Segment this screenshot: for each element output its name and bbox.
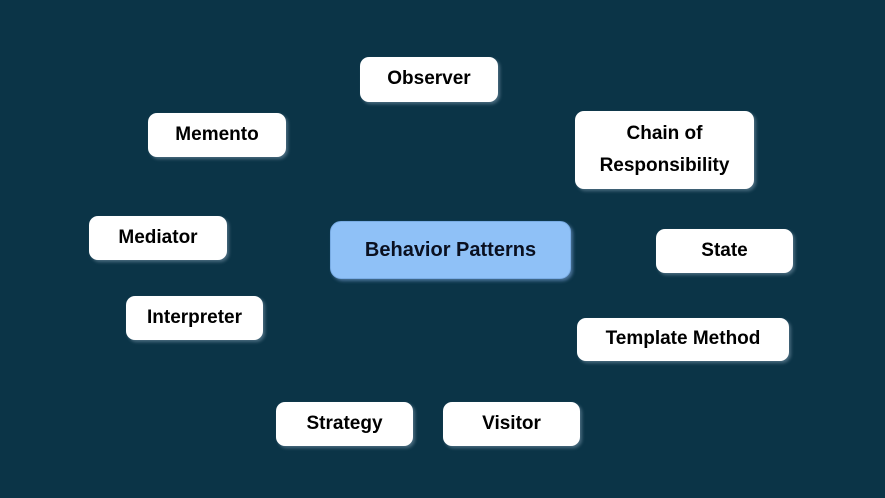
node-mediator-label: Mediator (118, 226, 198, 248)
node-interpreter[interactable]: Interpreter (126, 296, 263, 340)
node-chain-of-responsibility[interactable]: Chain of Responsibility (575, 111, 754, 189)
node-template-method[interactable]: Template Method (577, 318, 789, 361)
node-observer-label: Observer (387, 68, 471, 90)
node-state-label: State (701, 239, 748, 261)
node-strategy[interactable]: Strategy (276, 402, 413, 446)
node-observer[interactable]: Observer (360, 57, 498, 102)
node-state[interactable]: State (656, 229, 793, 273)
node-behavior-patterns-label: Behavior Patterns (364, 239, 537, 261)
node-visitor-label: Visitor (482, 412, 541, 434)
node-memento-label: Memento (175, 123, 259, 145)
node-mediator[interactable]: Mediator (89, 216, 227, 260)
node-strategy-label: Strategy (306, 412, 383, 434)
node-behavior-patterns-center[interactable]: Behavior Patterns (330, 221, 571, 279)
node-memento[interactable]: Memento (148, 113, 286, 157)
node-template-method-label: Template Method (605, 328, 761, 350)
node-interpreter-label: Interpreter (146, 306, 243, 328)
node-visitor[interactable]: Visitor (443, 402, 580, 446)
node-chain-of-responsibility-label: Chain of Responsibility (599, 122, 730, 176)
